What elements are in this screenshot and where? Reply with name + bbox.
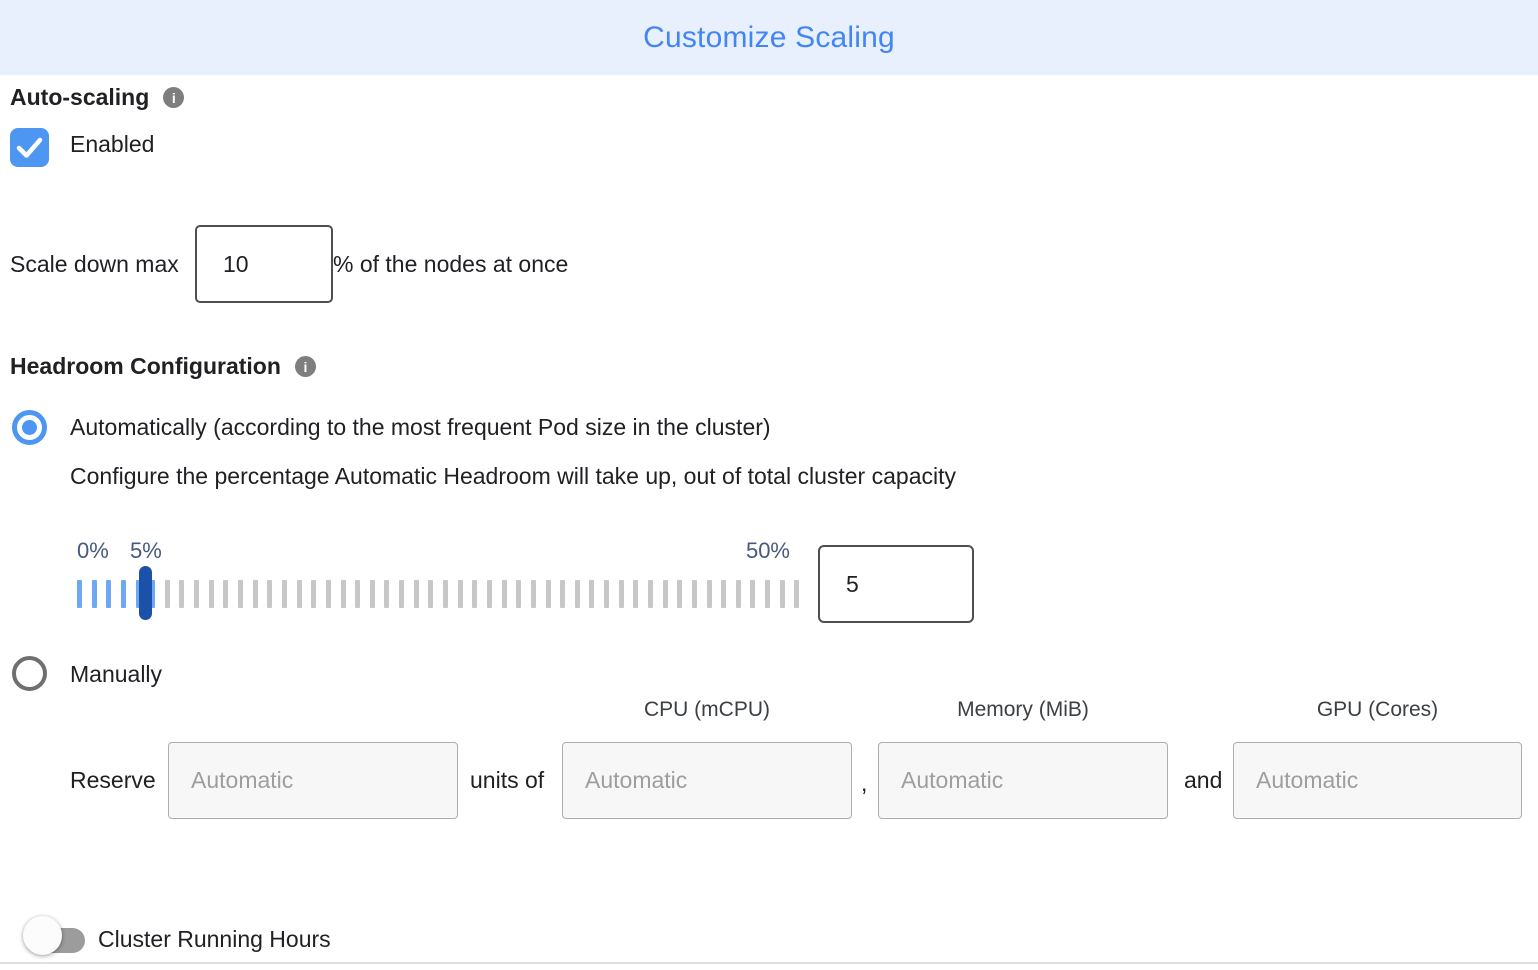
slider-tick [765,580,771,608]
gpu-column-header: GPU (Cores) [1316,698,1439,721]
slider-tick [779,580,785,608]
auto-scaling-enabled-checkbox[interactable] [10,128,49,167]
cluster-running-hours-label: Cluster Running Hours [98,926,331,952]
headroom-configuration-label: Headroom Configuration [10,353,281,379]
reserve-label: Reserve [70,767,156,793]
slider-tick [325,580,331,608]
and-separator: and [1184,767,1223,793]
slider-tick [120,580,126,608]
slider-tick [589,580,595,608]
slider-tick [150,580,156,608]
headroom-automatic-description: Configure the percentage Automatic Headr… [70,463,956,489]
reserve-cpu-input[interactable] [562,742,852,819]
slider-tick [794,580,800,608]
slider-tick [706,580,712,608]
slider-tick [164,580,170,608]
page-title: Customize Scaling [643,20,895,54]
slider-tick [677,580,683,608]
slider-tick [501,580,507,608]
slider-tick [662,580,668,608]
slider-tick [486,580,492,608]
slider-tick [443,580,449,608]
slider-tick [135,580,141,608]
slider-tick [530,580,536,608]
slider-tick [691,580,697,608]
slider-tick [428,580,434,608]
slider-current-label: 5% [130,538,162,563]
slider-tick [545,580,551,608]
slider-tick [647,580,653,608]
enabled-label: Enabled [70,131,155,157]
slider-tick [574,580,580,608]
slider-tick [516,580,522,608]
slider-tick [296,580,302,608]
toggle-knob [23,916,62,955]
slider-tick [281,580,287,608]
reserve-count-input[interactable] [168,742,458,819]
slider-tick [457,580,463,608]
slider-tick [560,580,566,608]
headroom-manual-radio[interactable] [12,656,47,691]
slider-tick [194,580,200,608]
slider-tick [208,580,214,608]
slider-tick [223,580,229,608]
auto-scaling-label: Auto-scaling [10,84,150,110]
slider-min-label: 0% [77,538,109,563]
headroom-section-label: Headroom Configuration i [10,353,316,380]
slider-tick [355,580,361,608]
slider-tick [604,580,610,608]
headroom-automatic-label: Automatically (according to the most fre… [70,414,771,440]
slider-tick [77,580,82,608]
slider-tick [735,580,741,608]
headroom-automatic-radio[interactable] [12,410,47,445]
slider-tick [399,580,405,608]
slider-tick [179,580,185,608]
info-icon[interactable]: i [294,356,316,377]
slider-tick [106,580,112,608]
slider-tick [369,580,375,608]
radio-dot [22,420,37,435]
slider-tick [633,580,639,608]
slider-tick [384,580,390,608]
cpu-column-header: CPU (mCPU) [644,698,770,721]
slider-tick [340,580,346,608]
checkmark-icon [16,137,43,158]
slider-tick [472,580,478,608]
slider-tick [267,580,273,608]
slider-max-label: 50% [745,538,790,563]
slider-tick [618,580,624,608]
scale-down-max-suffix: % of the nodes at once [333,251,569,277]
info-icon[interactable]: i [163,87,185,108]
slider-tick [413,580,419,608]
slider-handle[interactable] [139,566,152,620]
slider-tick [311,580,317,608]
bottom-divider [0,962,1538,964]
auto-scaling-section-label: Auto-scaling i [10,84,185,111]
slider-tick [238,580,244,608]
slider-tick [750,580,756,608]
headroom-percentage-input[interactable] [818,545,974,623]
memory-column-header: Memory (MiB) [957,698,1089,721]
slider-tick [91,580,97,608]
reserve-gpu-input[interactable] [1233,742,1522,819]
cluster-running-hours-toggle[interactable] [23,915,87,959]
headroom-manual-label: Manually [70,661,163,687]
units-of-label: units of [470,767,545,793]
panel-header: Customize Scaling [0,0,1538,75]
comma-separator: , [861,770,868,796]
scale-down-max-input[interactable] [195,225,333,303]
slider-ticks[interactable] [77,580,800,608]
scale-down-max-label: Scale down max [10,251,179,277]
slider-tick [721,580,727,608]
slider-tick [252,580,258,608]
reserve-memory-input[interactable] [878,742,1168,819]
